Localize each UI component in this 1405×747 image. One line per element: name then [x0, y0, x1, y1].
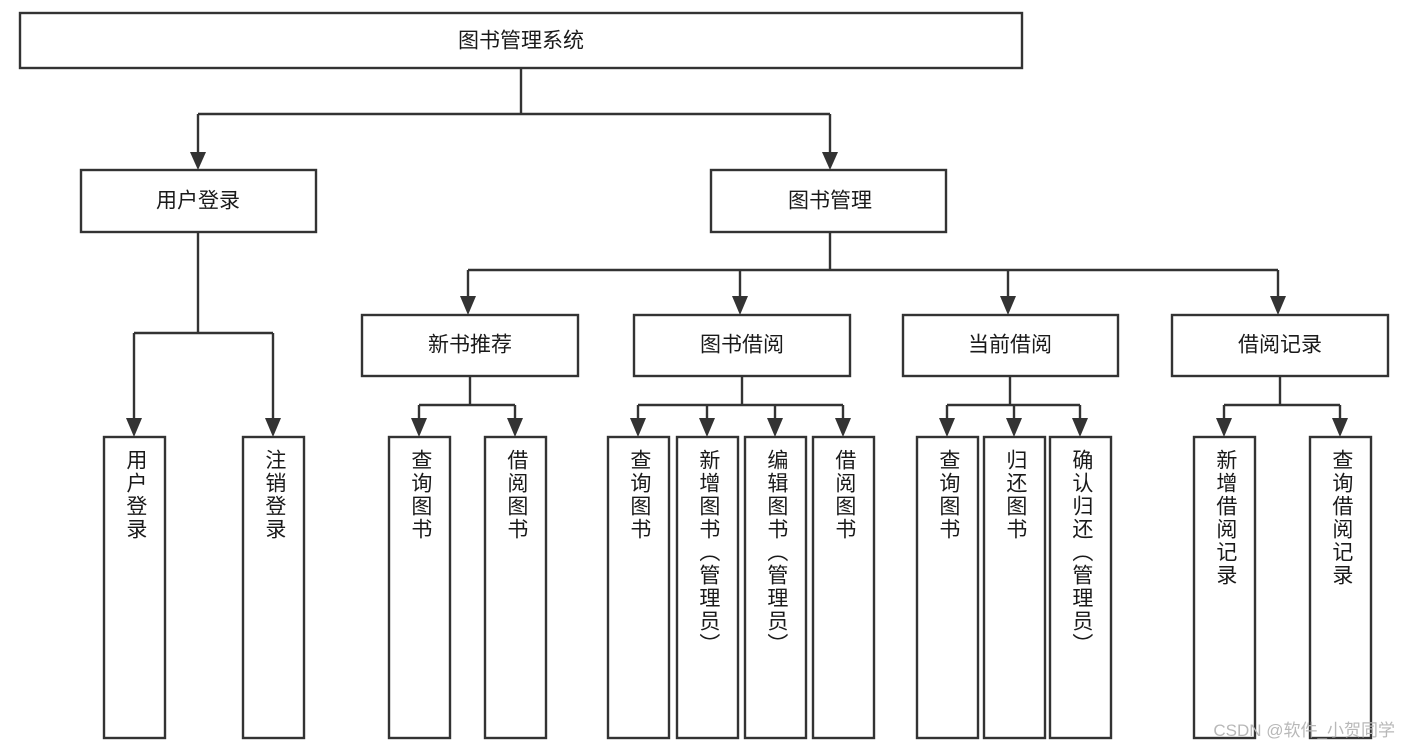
- leaf-nodes-group: 用户登录 注销登录 查询图书 借阅图书: [102, 435, 1373, 740]
- node-leaf-query-book-rec-box[interactable]: [387, 435, 452, 740]
- arrow-br-leaf2: [1332, 418, 1348, 437]
- arrow-nbr-leaf2: [507, 418, 523, 437]
- node-leaf-borrow-book-rec[interactable]: 借阅图书: [483, 435, 548, 740]
- node-book-borrow-label: 图书借阅: [700, 334, 784, 357]
- node-leaf-user-login-box[interactable]: [102, 435, 167, 740]
- arrow-bm-to-current-borrow: [1000, 296, 1016, 315]
- node-leaf-logout-label: 注销登录: [262, 449, 286, 541]
- node-current-borrow[interactable]: 当前借阅: [901, 313, 1120, 378]
- node-leaf-add-book[interactable]: 新增图书（管理员）: [675, 435, 740, 740]
- node-leaf-borrow-book-label: 借阅图书: [832, 449, 856, 541]
- node-leaf-query-book-borrow-label: 查询图书: [627, 449, 651, 541]
- node-leaf-add-book-label: 新增图书（管理员）: [696, 449, 720, 656]
- node-leaf-edit-book-box[interactable]: [743, 435, 808, 740]
- node-book-manage[interactable]: 图书管理: [709, 168, 948, 234]
- connector-group-root: [190, 68, 838, 170]
- node-leaf-logout[interactable]: 注销登录: [241, 435, 306, 740]
- connector-group-current-borrow: [939, 376, 1088, 437]
- node-root-label: 图书管理系统: [458, 30, 584, 53]
- node-borrow-record-label: 借阅记录: [1238, 334, 1322, 357]
- node-leaf-confirm-return-label: 确认归还（管理员）: [1069, 449, 1093, 656]
- arrow-bb-leaf2: [699, 418, 715, 437]
- node-book-borrow[interactable]: 图书借阅: [632, 313, 852, 378]
- node-borrow-record[interactable]: 借阅记录: [1170, 313, 1390, 378]
- connector-group-user-login: [126, 232, 281, 437]
- arrow-cb-leaf3: [1072, 418, 1088, 437]
- arrow-nbr-leaf1: [411, 418, 427, 437]
- node-leaf-query-record-label: 查询借阅记录: [1329, 449, 1353, 587]
- arrow-root-to-book-manage: [822, 152, 838, 170]
- arrow-user-login-leaf2: [265, 418, 281, 437]
- arrow-br-leaf1: [1216, 418, 1232, 437]
- node-new-book-rec-label: 新书推荐: [428, 334, 512, 357]
- node-user-login-box[interactable]: [79, 168, 318, 234]
- node-book-borrow-box[interactable]: [632, 313, 852, 378]
- node-borrow-record-box[interactable]: [1170, 313, 1390, 378]
- arrow-cb-leaf2: [1006, 418, 1022, 437]
- node-leaf-query-book-cur-box[interactable]: [915, 435, 980, 740]
- node-leaf-edit-book-label: 编辑图书（管理员）: [764, 449, 788, 656]
- arrow-bb-leaf3: [767, 418, 783, 437]
- node-leaf-query-record-box[interactable]: [1308, 435, 1373, 740]
- node-leaf-query-book-rec[interactable]: 查询图书: [387, 435, 452, 740]
- node-leaf-add-book-box[interactable]: [675, 435, 740, 740]
- node-leaf-edit-book[interactable]: 编辑图书（管理员）: [743, 435, 808, 740]
- connector-group-book-borrow: [630, 376, 851, 437]
- node-leaf-query-record[interactable]: 查询借阅记录: [1308, 435, 1373, 740]
- node-leaf-return-book-box[interactable]: [982, 435, 1047, 740]
- node-leaf-borrow-book-box[interactable]: [811, 435, 876, 740]
- connector-group-new-book-rec: [411, 376, 523, 437]
- arrow-bm-to-new-book-rec: [460, 296, 476, 315]
- node-leaf-logout-box[interactable]: [241, 435, 306, 740]
- arrow-cb-leaf1: [939, 418, 955, 437]
- node-leaf-query-book-cur-label: 查询图书: [936, 449, 960, 541]
- node-root-box[interactable]: [18, 11, 1024, 70]
- node-leaf-query-book-rec-label: 查询图书: [408, 449, 432, 541]
- node-root[interactable]: 图书管理系统: [18, 11, 1024, 70]
- node-book-manage-label: 图书管理: [788, 190, 872, 213]
- arrow-bb-leaf4: [835, 418, 851, 437]
- arrow-user-login-leaf1: [126, 418, 142, 437]
- node-leaf-confirm-return-box[interactable]: [1048, 435, 1113, 740]
- arrow-bb-leaf1: [630, 418, 646, 437]
- node-leaf-query-book-borrow[interactable]: 查询图书: [606, 435, 671, 740]
- connector-group-book-manage: [460, 232, 1286, 315]
- node-book-manage-box[interactable]: [709, 168, 948, 234]
- node-user-login[interactable]: 用户登录: [79, 168, 318, 234]
- node-leaf-query-book-cur[interactable]: 查询图书: [915, 435, 980, 740]
- node-leaf-add-record-box[interactable]: [1192, 435, 1257, 740]
- node-leaf-confirm-return[interactable]: 确认归还（管理员）: [1048, 435, 1113, 740]
- node-new-book-rec[interactable]: 新书推荐: [360, 313, 580, 378]
- node-leaf-borrow-book-rec-label: 借阅图书: [504, 449, 528, 541]
- arrow-bm-to-borrow-record: [1270, 296, 1286, 315]
- node-user-login-label: 用户登录: [156, 190, 240, 213]
- arrow-root-to-user-login: [190, 152, 206, 170]
- connector-group-borrow-record: [1216, 376, 1348, 437]
- node-leaf-user-login[interactable]: 用户登录: [102, 435, 167, 740]
- node-leaf-user-login-label: 用户登录: [123, 449, 147, 541]
- node-current-borrow-label: 当前借阅: [968, 334, 1052, 357]
- node-new-book-rec-box[interactable]: [360, 313, 580, 378]
- node-leaf-return-book-label: 归还图书: [1003, 449, 1027, 541]
- node-leaf-borrow-book-rec-box[interactable]: [483, 435, 548, 740]
- node-leaf-borrow-book[interactable]: 借阅图书: [811, 435, 876, 740]
- node-current-borrow-box[interactable]: [901, 313, 1120, 378]
- node-leaf-query-book-borrow-box[interactable]: [606, 435, 671, 740]
- arrow-bm-to-book-borrow: [732, 296, 748, 315]
- node-leaf-add-record-label: 新增借阅记录: [1213, 449, 1237, 587]
- node-leaf-return-book[interactable]: 归还图书: [982, 435, 1047, 740]
- node-leaf-add-record[interactable]: 新增借阅记录: [1192, 435, 1257, 740]
